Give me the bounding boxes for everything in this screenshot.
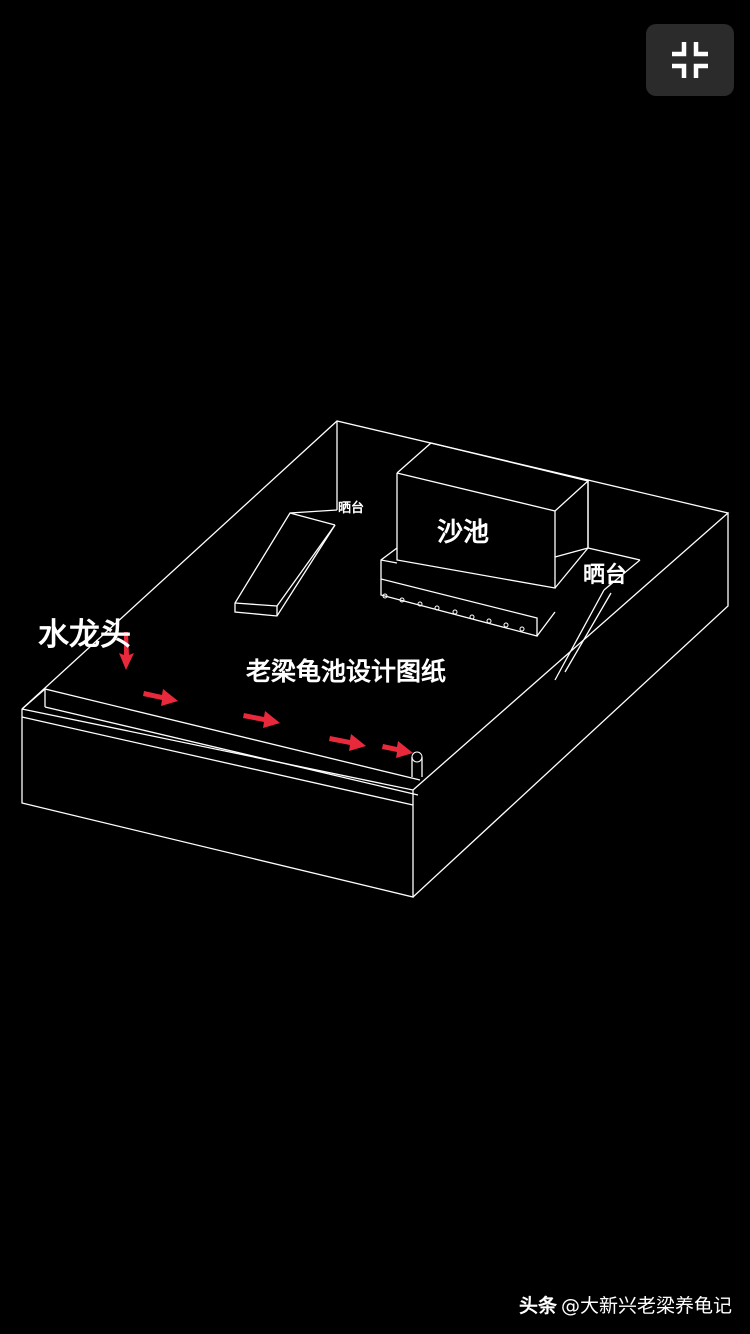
exit-fullscreen-button[interactable] [646, 24, 734, 96]
sand-pool [380, 442, 590, 637]
faucet-label: 水龙头 [38, 617, 131, 653]
water-channel [21, 688, 423, 806]
watermark: 头条@大新兴老梁养龟记 [519, 1291, 732, 1318]
flow-arrow-2 [243, 711, 280, 728]
drain-holes [382, 593, 525, 632]
faucet-arrow [119, 632, 134, 670]
flow-arrow-3 [329, 734, 366, 751]
sand-pool-label: 沙池 [437, 518, 489, 548]
basking-right-label: 晒台 [583, 562, 627, 588]
flow-arrow-1 [143, 689, 178, 706]
basking-left-label: 晒台 [338, 500, 364, 516]
basking-platform-left [234, 509, 338, 617]
diagram-title: 老梁龟池设计图纸 [246, 657, 446, 686]
watermark-platform: 头条 [518, 1295, 557, 1317]
collapse-icon [672, 42, 708, 78]
flow-arrows [119, 632, 413, 758]
flow-arrow-4 [382, 741, 413, 758]
watermark-account: @大新兴老梁养龟记 [560, 1295, 732, 1317]
